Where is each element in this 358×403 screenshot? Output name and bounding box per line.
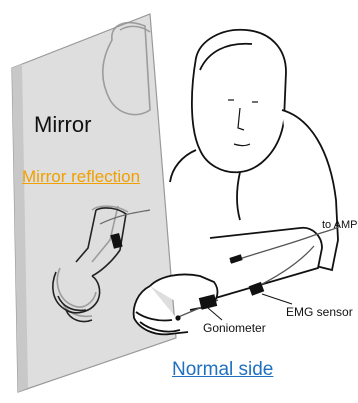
- normal-side-label: Normal side: [172, 359, 273, 381]
- emg-sensor-label: EMG sensor: [286, 305, 353, 319]
- mirror-panel: [12, 14, 176, 392]
- to-amp-label: to AMP: [322, 219, 357, 231]
- goniometer-label: Goniometer: [203, 321, 266, 335]
- person-head: [192, 30, 286, 172]
- mirror-reflection-label: Mirror reflection: [22, 167, 140, 187]
- goniometer-leader: [208, 308, 222, 320]
- emg-leader: [262, 294, 292, 304]
- mirror-label: Mirror: [34, 112, 91, 138]
- goniometer-dot: [175, 315, 180, 320]
